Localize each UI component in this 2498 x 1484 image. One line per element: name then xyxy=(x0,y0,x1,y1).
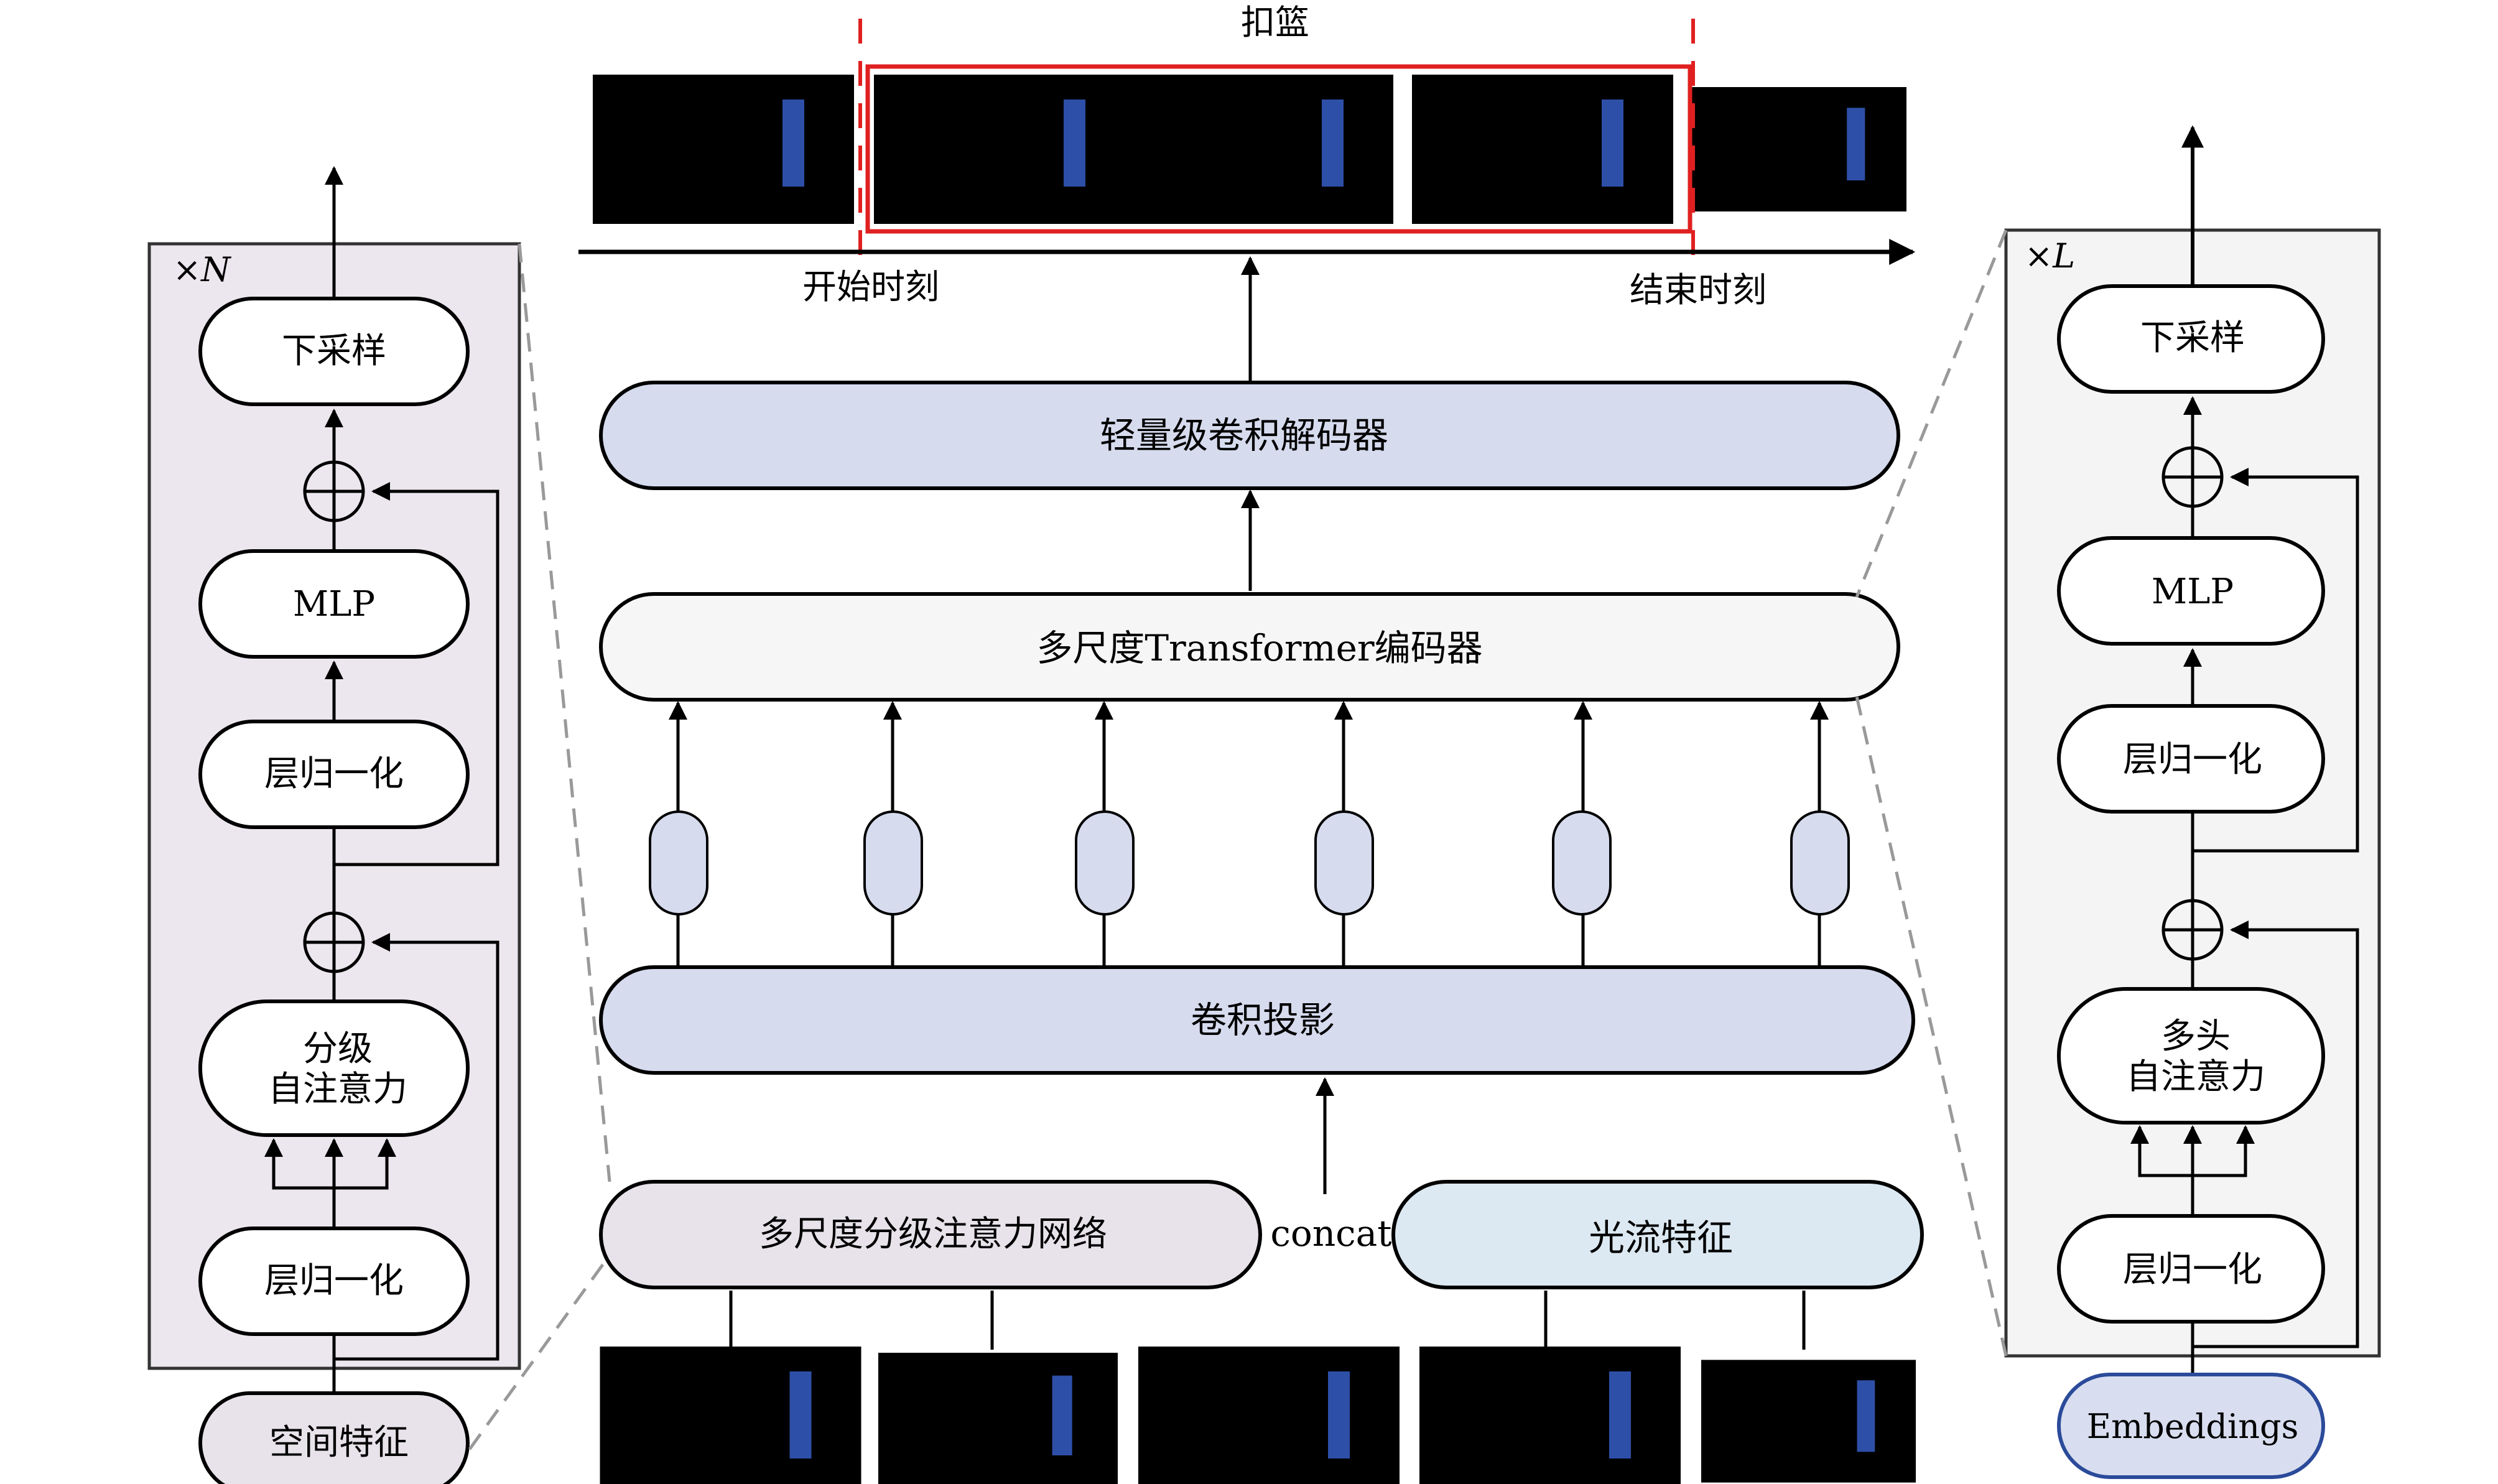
video-frame xyxy=(1138,1347,1400,1484)
left-attention-box xyxy=(198,999,470,1137)
right-attention-line2: 自注意力 xyxy=(2126,1057,2265,1097)
zoom-line xyxy=(518,243,611,1182)
right-block: ×L 下采样 MLP 层归一化 多头 自注意力 xyxy=(2004,125,2381,1479)
encoder-label: 多尺度Transformer编码器 xyxy=(1036,627,1482,669)
right-mlp-box xyxy=(2057,536,2325,646)
token-column xyxy=(1790,701,1850,967)
right-add-icon-top xyxy=(2161,446,2224,508)
token-column xyxy=(1314,701,1374,967)
left-mlp-box xyxy=(198,549,470,659)
video-frame xyxy=(874,75,1135,224)
left-block: ×N 下采样 MLP 层归一化 分级 自注意力 xyxy=(147,166,521,1484)
left-mlp-label: MLP xyxy=(293,584,375,624)
left-layernorm-top-label: 层归一化 xyxy=(264,754,404,794)
optical-flow-label: 光流特征 xyxy=(1589,1217,1733,1259)
optical-flow-box xyxy=(1391,1180,1924,1289)
token-capsule xyxy=(1075,810,1135,916)
end-time-label: 结束时刻 xyxy=(1630,270,1767,310)
token-capsule xyxy=(1790,810,1850,916)
left-downsample-box xyxy=(198,297,470,406)
right-downsample-box xyxy=(2057,284,2325,394)
video-frame xyxy=(1132,75,1393,224)
projection-label: 卷积投影 xyxy=(1191,999,1335,1041)
right-attention-box xyxy=(2057,987,2325,1125)
concat-label: concat xyxy=(1270,1212,1391,1254)
right-layernorm-top-label: 层归一化 xyxy=(2123,740,2262,780)
video-frame xyxy=(593,75,854,224)
video-frame xyxy=(1689,87,1906,211)
left-input-label: 空间特征 xyxy=(269,1422,409,1463)
right-downsample-label: 下采样 xyxy=(2140,318,2245,358)
zoom-line xyxy=(1855,230,2008,598)
zoom-line xyxy=(1855,696,2008,1356)
encoder-box xyxy=(599,592,1900,702)
video-frame xyxy=(878,1353,1118,1484)
right-layernorm-bottom-label: 层归一化 xyxy=(2123,1250,2262,1290)
right-attention-line1: 多头 xyxy=(2161,1016,2231,1057)
zoom-line xyxy=(468,1258,608,1450)
token-column xyxy=(1552,701,1612,967)
left-qkv-arrows xyxy=(264,1138,396,1228)
top-frame-strip xyxy=(593,75,1906,224)
frame-connectors xyxy=(729,1291,1806,1350)
video-frame xyxy=(600,1347,861,1484)
projection-box xyxy=(599,965,1915,1075)
start-time-label: 开始时刻 xyxy=(802,267,939,307)
hierarchical-net-label: 多尺度分级注意力网络 xyxy=(759,1214,1107,1254)
left-layernorm-bottom-label: 层归一化 xyxy=(264,1261,404,1301)
right-input-label: Embeddings xyxy=(2087,1407,2299,1446)
right-qkv-arrows xyxy=(2130,1125,2255,1216)
decoder-box xyxy=(599,381,1900,490)
right-block-repeat: ×L xyxy=(2025,236,2075,276)
token-capsule xyxy=(863,810,923,916)
hierarchical-net-box xyxy=(599,1180,1262,1289)
dunk-label: 扣篮 xyxy=(1241,2,1309,42)
video-frame xyxy=(1701,1360,1916,1483)
token-capsule xyxy=(649,810,708,916)
right-mlp-label: MLP xyxy=(2152,572,2234,612)
left-downsample-label: 下采样 xyxy=(282,331,386,371)
token-column xyxy=(863,701,923,967)
right-add-icon-bottom xyxy=(2161,899,2224,961)
video-frame xyxy=(1419,1347,1681,1484)
left-add-icon-bottom xyxy=(303,911,365,973)
left-input-box xyxy=(198,1391,470,1484)
dunk-highlight-box xyxy=(865,64,1692,234)
bottom-frame-strip xyxy=(600,1347,1916,1484)
token-capsule xyxy=(1314,810,1374,916)
right-input-box xyxy=(2057,1373,2325,1479)
token-column xyxy=(649,701,708,967)
left-add-icon-top xyxy=(303,460,365,522)
decoder-label: 轻量级卷积解码器 xyxy=(1100,414,1388,457)
left-block-repeat: ×N xyxy=(173,250,231,289)
left-attention-line2: 自注意力 xyxy=(268,1069,407,1110)
video-frame xyxy=(1412,75,1673,224)
left-attention-line1: 分级 xyxy=(303,1029,373,1069)
token-column xyxy=(1075,701,1135,967)
token-capsule xyxy=(1552,810,1612,916)
